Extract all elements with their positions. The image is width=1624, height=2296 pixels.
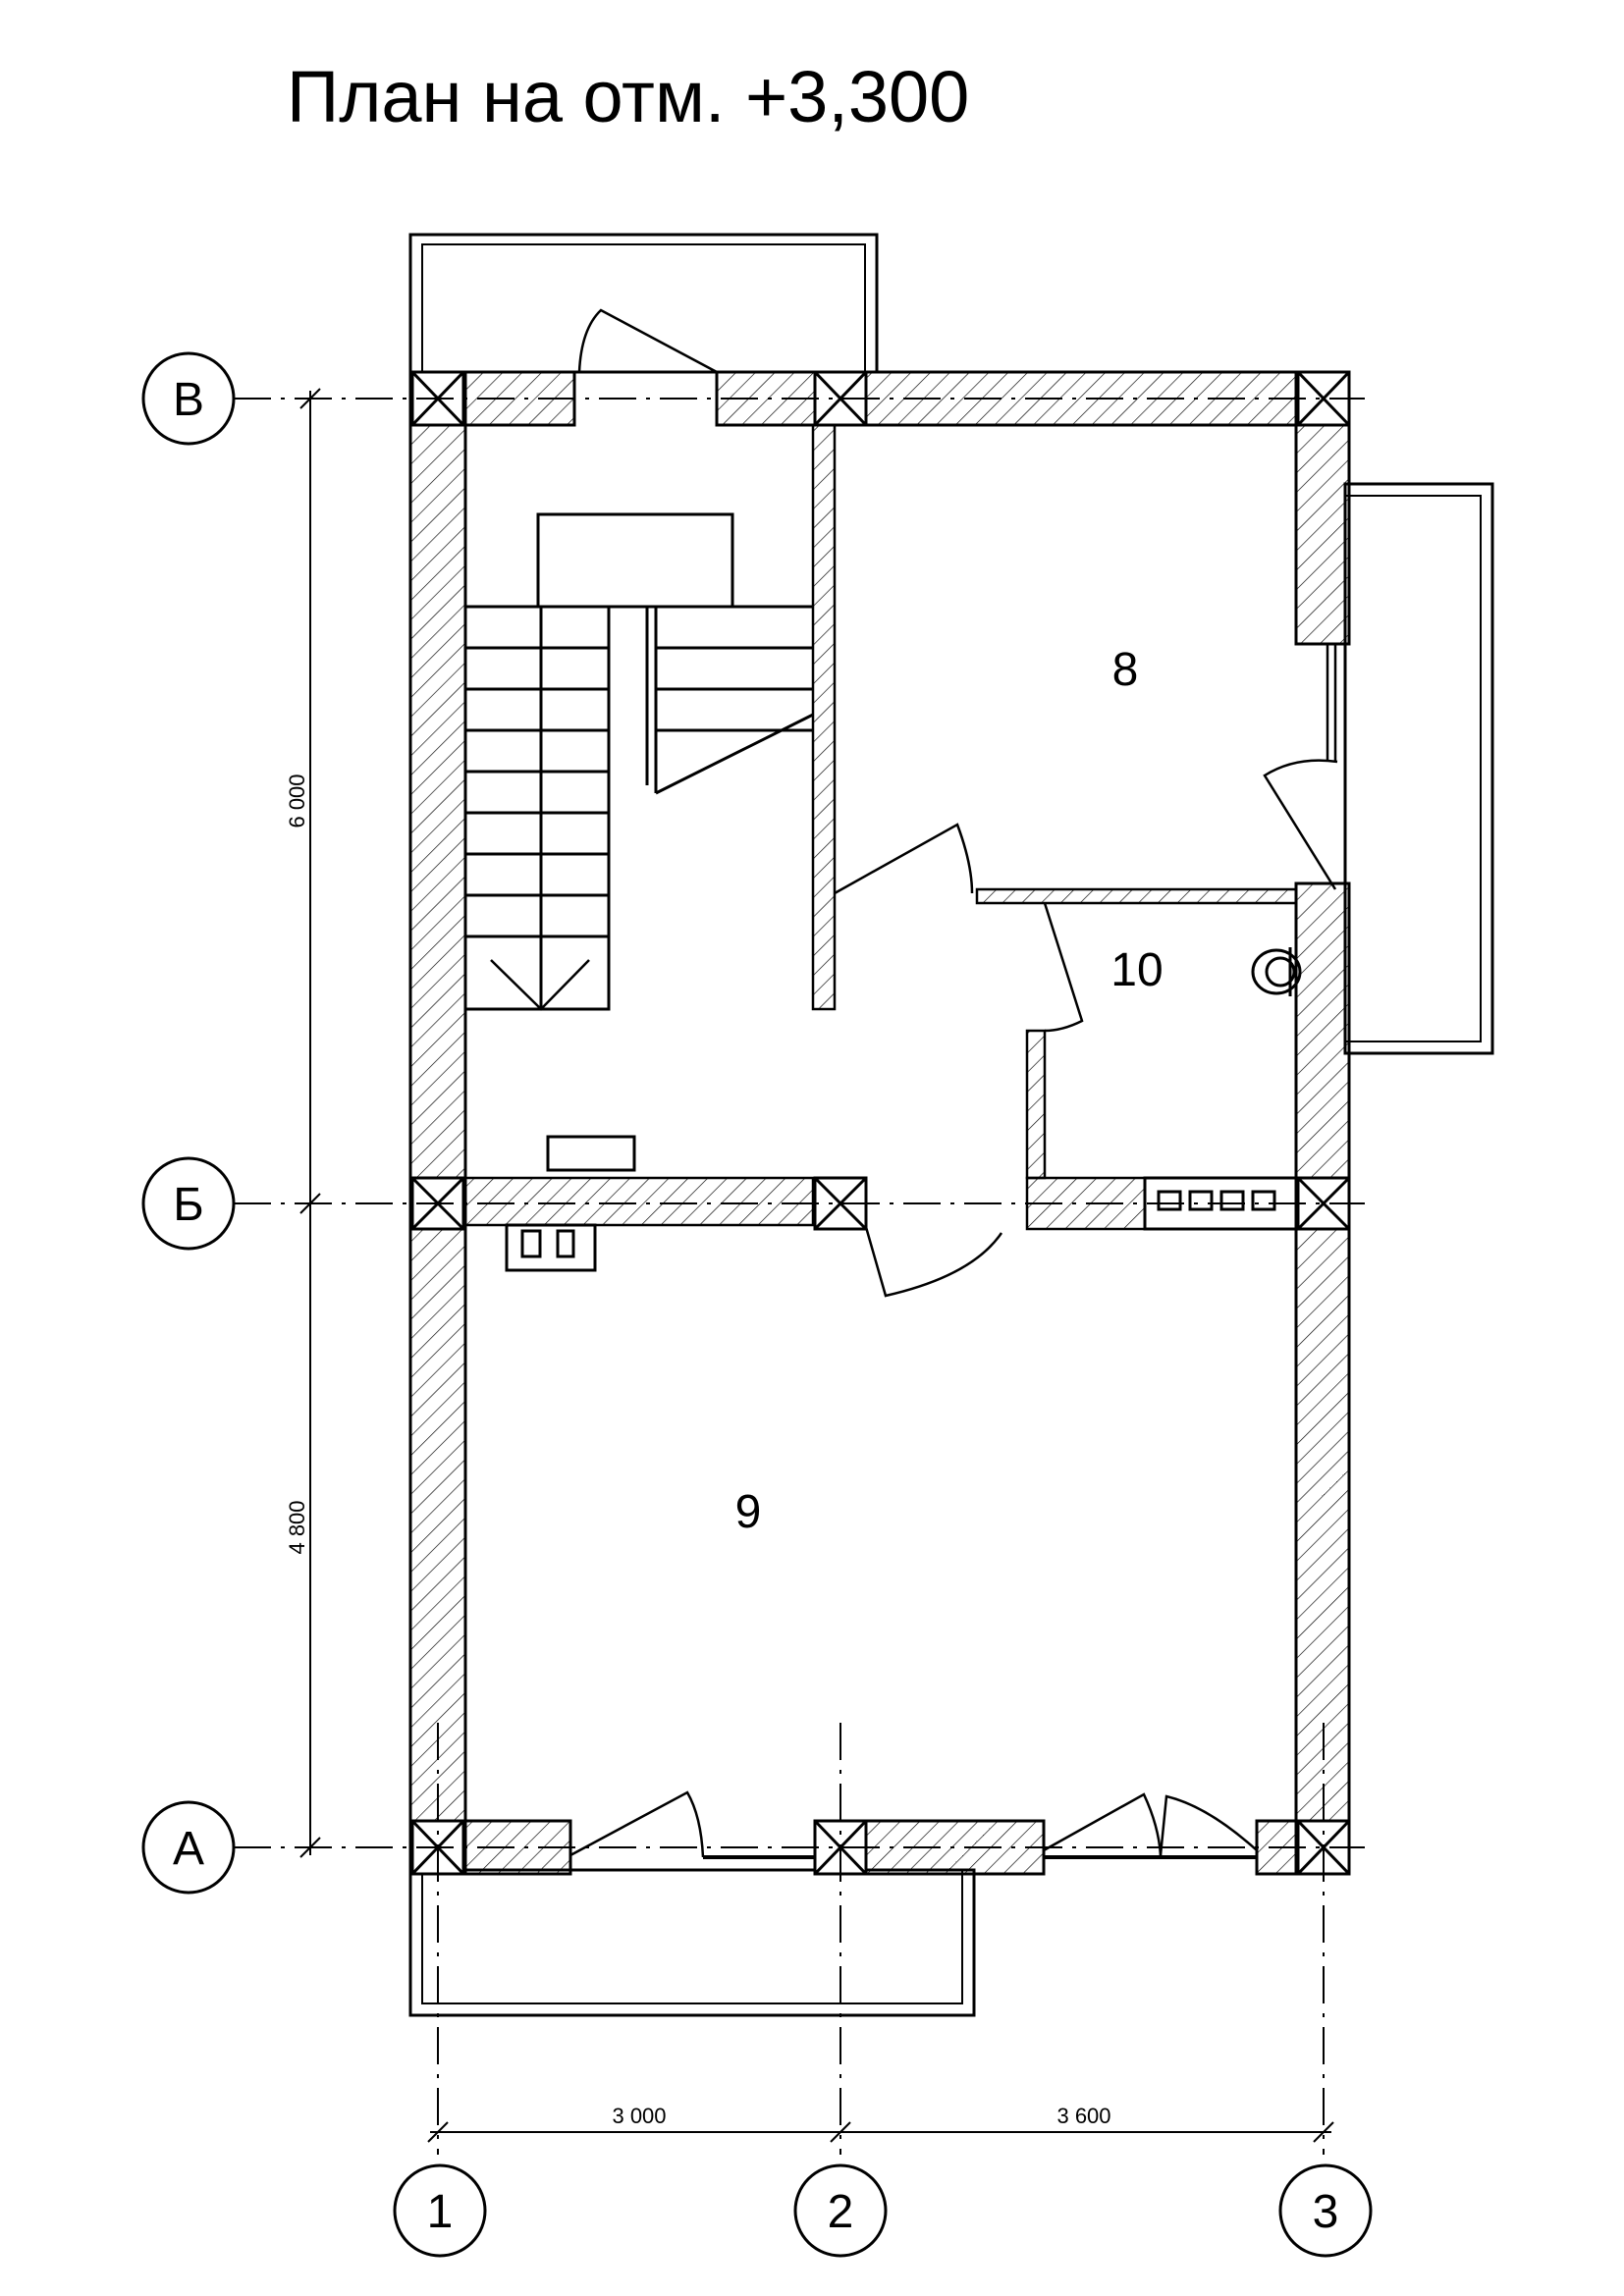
columns [410,370,1351,1876]
axis-label-3: 3 [1313,2186,1339,2238]
vent-ducts-left [505,1223,597,1272]
exterior-walls [408,370,1351,1876]
landing-marker [546,1135,636,1172]
axis-bubbles [141,351,1373,2258]
interior-walls [463,423,1298,1231]
axis-label-a: А [173,1823,204,1875]
dim-2-3: 3 600 [1056,2104,1110,2128]
dim-b-a: 4 800 [285,1500,309,1554]
dim-1-2: 3 000 [612,2104,666,2128]
plan-title: План на отм. +3,300 [287,56,970,137]
doors [569,308,1338,1859]
axis-label-b: Б [173,1179,204,1231]
toilet-fixture [1251,947,1302,996]
balcony-bottom [408,1868,976,2017]
axis-label-2: 2 [828,2186,854,2238]
dimension-lines [299,388,1334,2143]
axis-label-v: В [173,374,204,426]
axis-lines [234,398,1365,2155]
room-number-10: 10 [1110,944,1163,996]
balcony-right [1343,482,1494,1055]
dim-v-b: 6 000 [285,774,309,828]
room-number-8: 8 [1112,644,1139,696]
column-v3 [1296,370,1351,427]
room-number-9: 9 [735,1486,762,1538]
staircase [463,512,814,1011]
axis-label-1: 1 [427,2186,454,2238]
balcony-top [408,233,879,374]
